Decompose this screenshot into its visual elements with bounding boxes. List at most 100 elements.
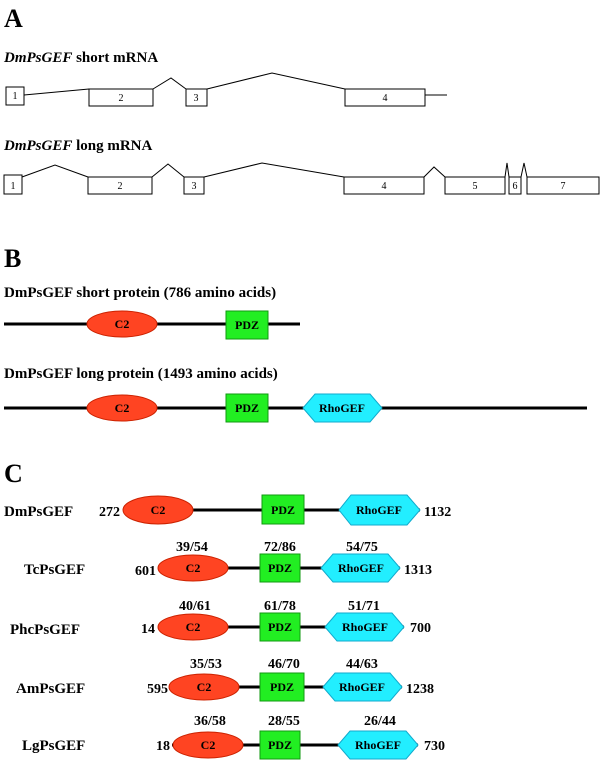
c2-label: C2 [115,401,130,415]
pdz-domain [259,553,301,583]
exon-box [344,88,426,107]
intron [504,162,510,178]
ortholog-row: AmPsGEF 595 35/53 46/70 44/63 C2 PDZ Rho… [16,657,434,702]
exon-number: 4 [383,93,388,104]
exon-number: 4 [382,181,387,192]
ortholog-row: LgPsGEF 18 36/58 28/55 26/44 C2 PDZ RhoG… [22,714,445,760]
c2-label: C2 [201,738,216,752]
c2-identity: 35/53 [190,657,222,672]
exon-number: 6 [513,181,518,192]
exon-number: 1 [11,181,16,192]
exon-box [3,174,23,195]
ortholog-row: TcPsGEF 601 39/54 72/86 54/75 C2 PDZ Rho… [24,540,432,583]
exon-box [87,176,153,195]
panel-label-c: C [4,459,23,488]
ortholog-name: PhcPsGEF [10,622,80,638]
intron [520,162,528,178]
intron [203,162,345,178]
pdz-label: PDZ [268,620,292,634]
rhogef-domain [324,612,405,642]
short-protein-track: C2 PDZ [4,310,300,340]
long-mrna-title: DmPsGEF long mRNA [3,138,153,154]
end-residue: 730 [424,739,445,754]
pdz-domain [259,612,301,642]
pdz-label: PDZ [235,401,259,415]
rhogef-domain [337,730,419,760]
ortholog-row: DmPsGEF 272 C2 PDZ RhoGEF 1132 [4,494,451,526]
start-residue: 272 [99,505,120,520]
pdz-label: PDZ [271,503,295,517]
exon-number: 7 [561,181,566,192]
exon-box [185,88,208,107]
intron [423,166,446,178]
long-mrna-track: 1 2 3 4 5 6 7 [3,162,600,195]
pdz-domain [225,310,269,340]
c2-identity: 39/54 [176,540,208,555]
rhogef-domain [302,393,383,423]
pdz-domain [261,494,305,525]
c2-domain [172,731,244,759]
c2-label: C2 [186,561,201,575]
rhogef-domain [338,494,421,526]
c2-domain [122,495,194,525]
ortholog-name: LgPsGEF [22,738,85,754]
long-protein-title: DmPsGEF long protein (1493 amino acids) [4,366,278,382]
c2-identity: 36/58 [194,714,226,729]
c2-domain [86,310,158,338]
intron [206,72,346,90]
exon-box [5,86,25,106]
c2-domain [168,673,240,701]
rhogef-domain [320,553,401,583]
rhogef-label: RhoGEF [342,620,388,634]
rhogef-identity: 54/75 [346,540,378,555]
intron [21,164,89,178]
c2-label: C2 [115,317,130,331]
exon-number: 1 [13,91,18,102]
intron [151,163,185,178]
c2-label: C2 [197,680,212,694]
intron [23,88,90,96]
ortholog-name: AmPsGEF [16,681,85,697]
exon-box [343,176,425,195]
c2-identity: 40/61 [179,599,211,614]
exon-box [508,176,522,195]
exon-number: 2 [119,93,124,104]
start-residue: 595 [147,682,168,697]
rhogef-label: RhoGEF [339,680,385,694]
pdz-identity: 46/70 [268,657,300,672]
end-residue: 1238 [406,682,434,697]
pdz-label: PDZ [268,561,292,575]
ortholog-name: TcPsGEF [24,562,85,578]
long-protein-track: C2 PDZ RhoGEF [4,393,587,423]
exon-number: 5 [473,181,478,192]
pdz-label: PDZ [235,318,259,332]
end-residue: 1132 [424,505,451,520]
rhogef-identity: 44/63 [346,657,378,672]
pdz-domain [225,393,269,423]
exon-number: 2 [118,181,123,192]
exon-box [183,176,205,195]
c2-domain [86,394,158,422]
short-mrna-track: 1 2 3 4 [5,72,447,107]
exon-box [526,176,600,195]
panel-label-b: B [4,244,21,273]
short-protein-title: DmPsGEF short protein (786 amino acids) [4,285,276,301]
pdz-domain [259,730,301,760]
c2-domain [157,554,229,582]
intron [152,77,187,90]
panel-label-a: A [4,4,23,33]
rhogef-label: RhoGEF [338,561,384,575]
rhogef-label: RhoGEF [319,401,365,415]
exon-number: 3 [194,93,199,104]
exon-box [444,176,506,195]
start-residue: 18 [156,739,170,754]
c2-label: C2 [186,620,201,634]
ortholog-name: DmPsGEF [4,504,73,520]
rhogef-identity: 51/71 [348,599,380,614]
exon-number: 3 [192,181,197,192]
ortholog-row: PhcPsGEF 14 40/61 61/78 51/71 C2 PDZ Rho… [10,599,431,642]
end-residue: 1313 [404,563,432,578]
c2-domain [157,613,229,641]
rhogef-identity: 26/44 [364,714,396,729]
